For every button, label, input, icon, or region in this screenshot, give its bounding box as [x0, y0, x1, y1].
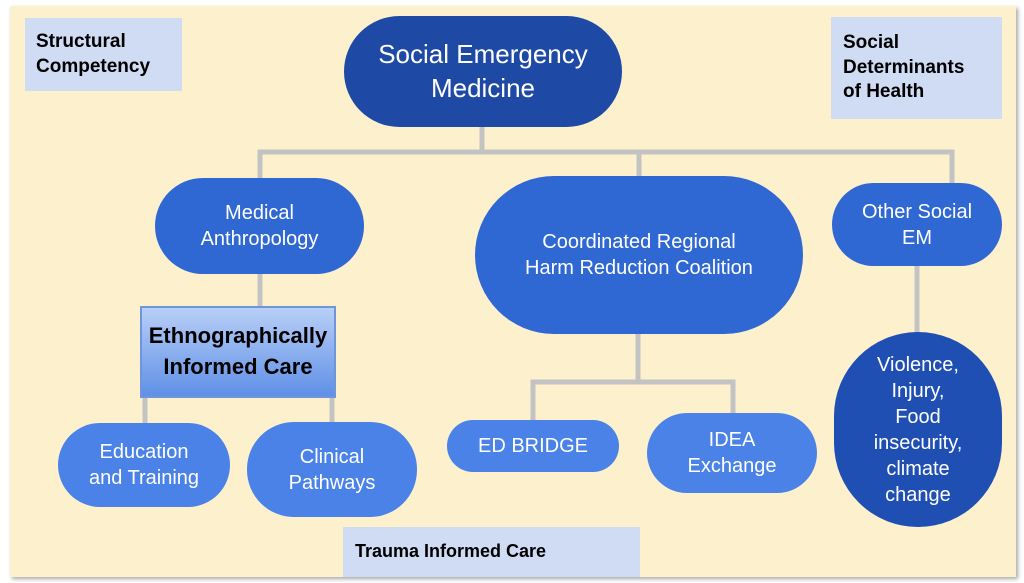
node-other-social-em: Other Social EM [832, 183, 1002, 266]
node-violence-injury-food-climate: Violence, Injury, Food insecurity, clima… [834, 332, 1002, 527]
label-social-determinants: Social Determinants of Health [831, 17, 1002, 119]
node-medical-anthropology: Medical Anthropology [155, 178, 364, 274]
node-clinical-pathways: Clinical Pathways [247, 422, 417, 517]
node-idea-exchange: IDEA Exchange [647, 413, 817, 493]
node-harm-reduction-coalition: Coordinated Regional Harm Reduction Coal… [475, 176, 803, 334]
node-education-training: Education and Training [58, 423, 230, 507]
node-social-emergency-medicine: Social Emergency Medicine [344, 16, 622, 127]
node-ethnographically-informed-care: Ethnographically Informed Care [140, 306, 336, 398]
label-trauma-informed-care: Trauma Informed Care [343, 527, 640, 577]
label-structural-competency: Structural Competency [25, 18, 182, 91]
node-ed-bridge: ED BRIDGE [447, 420, 619, 472]
